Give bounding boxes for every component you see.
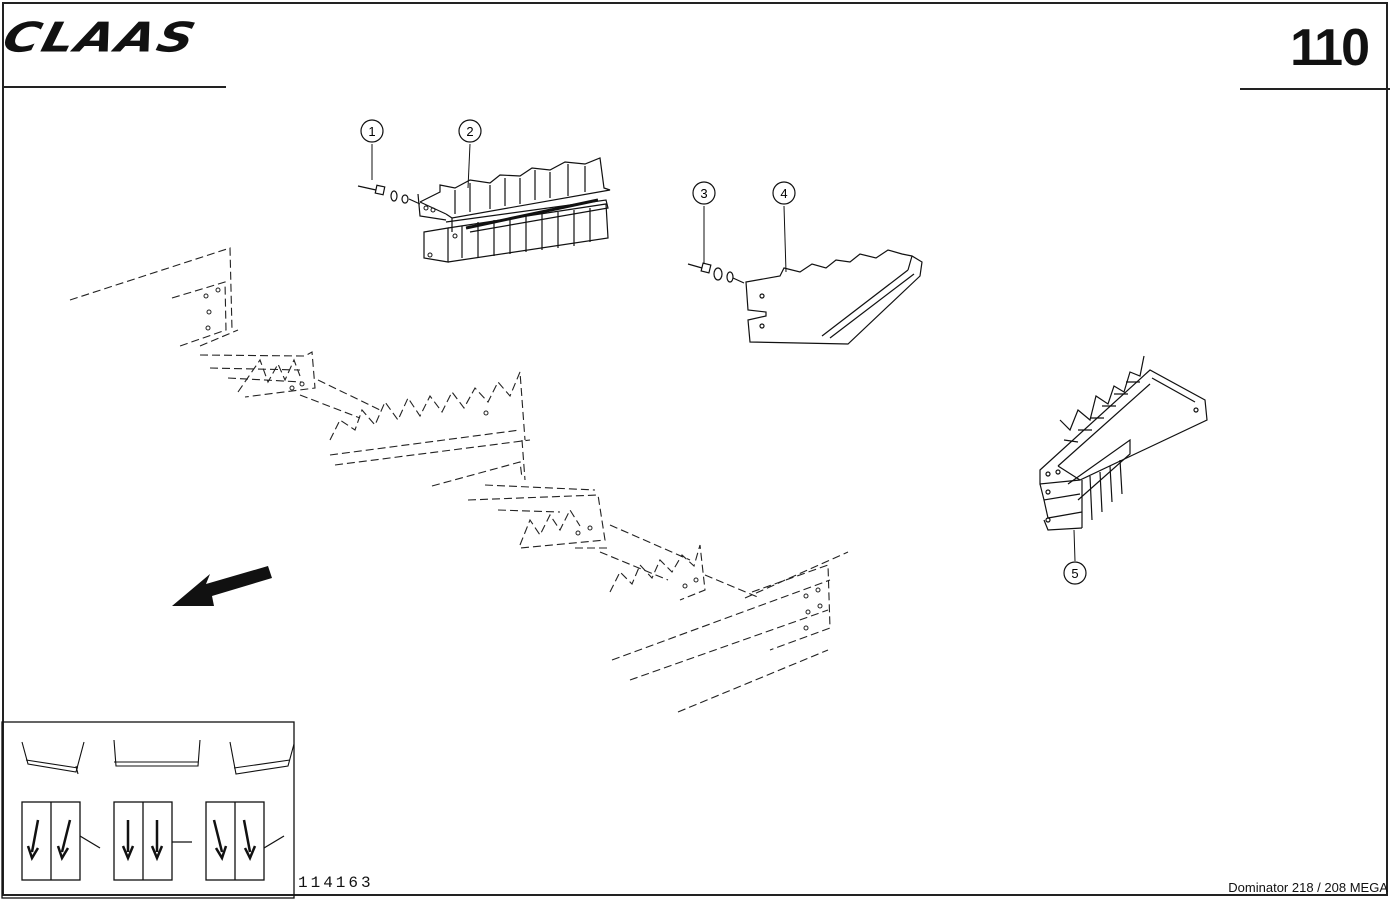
page-number-rule — [1240, 88, 1390, 90]
travel-direction-arrow — [172, 566, 272, 606]
callout-4: 4 — [772, 181, 796, 273]
trough-profile-right — [229, 741, 295, 775]
part-5-knife-holder — [1039, 355, 1208, 531]
callout-2: 2 — [458, 119, 482, 189]
callout-5: 5 — [1063, 529, 1087, 585]
direction-panel-right — [205, 801, 285, 881]
callout-5-label: 5 — [1071, 566, 1078, 581]
part-3-bolt — [687, 262, 745, 284]
part-2-knife-segment — [417, 157, 611, 263]
trough-profile-left — [21, 741, 85, 775]
variant-key-box — [1, 721, 295, 899]
callout-3-label: 3 — [700, 186, 707, 201]
part-1-bolt — [357, 184, 421, 205]
callout-3: 3 — [692, 181, 716, 264]
phantom-bolt-holes — [203, 287, 823, 631]
part-2-holes — [423, 205, 458, 258]
direction-panel-left — [21, 801, 101, 881]
document-number: 114163 — [298, 874, 374, 892]
logo-rule — [4, 86, 226, 88]
page-number: 110 — [1290, 19, 1370, 77]
machine-model: Dominator 218 / 208 MEGA — [1228, 880, 1388, 895]
trough-profile-center — [113, 739, 201, 767]
part-4-serrated-plate — [745, 249, 923, 345]
callout-1-label: 1 — [368, 124, 375, 139]
callout-4-label: 4 — [780, 186, 787, 201]
callout-1: 1 — [360, 119, 384, 180]
callout-2-label: 2 — [466, 124, 473, 139]
phantom-trough-outline — [69, 247, 849, 713]
direction-panel-center — [113, 801, 192, 881]
